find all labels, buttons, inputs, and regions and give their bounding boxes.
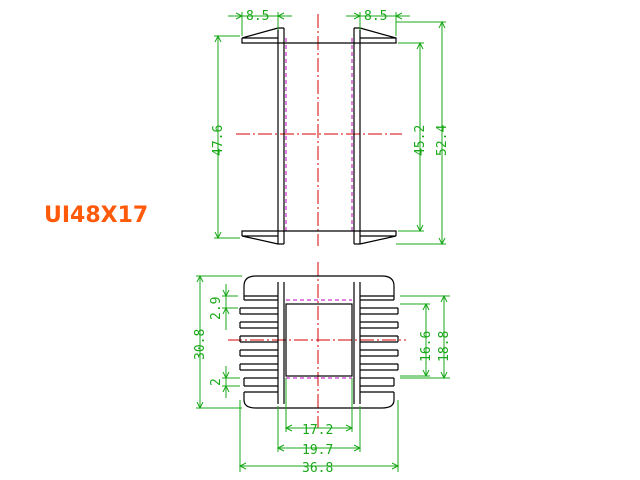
dim-width-mid-line [276,406,362,452]
dim-height-left: 47.6 [211,125,226,156]
bottom-fins-left [239,295,278,393]
bottom-fins-right [360,295,399,393]
dim-window-outer-line [400,294,450,380]
top-flange-lower [241,230,397,245]
dim-window-inner: 16.6 [419,331,434,362]
bottom-core-window [285,303,353,377]
bottom-core-walls [277,282,361,404]
dim-bottom-height: 30.8 [193,329,208,360]
dim-height-inner: 45.2 [413,125,428,156]
dim-pin-pitch-bottom-line [222,366,240,398]
top-flange-upper [241,27,397,44]
dim-flange-right-line [346,12,410,36]
dim-width-inner: 17.2 [302,423,333,438]
bottom-view: 30.8 2.9 2 16.6 18.8 17.2 19.7 36.8 [193,262,452,476]
dim-flange-left: 8.5 [246,9,269,24]
dim-height-overall-line [396,20,446,246]
top-view: 8.5 8.5 47.6 45.2 52.4 [211,9,450,246]
dim-width-mid: 19.7 [302,443,333,458]
dim-width-overall-line [238,400,400,472]
dim-bottom-height-line [196,274,242,410]
dim-height-inner-line [398,41,424,233]
dim-pin-pitch-top-line [222,284,238,330]
top-core-body [277,27,361,245]
dim-height-overall: 52.4 [435,125,450,156]
dim-flange-right: 8.5 [364,9,387,24]
dim-width-overall: 36.8 [302,461,333,476]
dim-window-inner-line [400,302,430,378]
dim-pin-pitch-bottom: 2 [209,378,224,386]
dim-pin-pitch-top: 2.9 [209,297,224,320]
dim-window-outer: 18.8 [437,331,452,362]
dim-height-left-line [214,34,240,240]
bottom-outline [243,275,395,409]
dim-width-inner-line [284,378,354,432]
part-name: UI48X17 [44,203,148,228]
dim-flange-left-line [228,12,292,36]
